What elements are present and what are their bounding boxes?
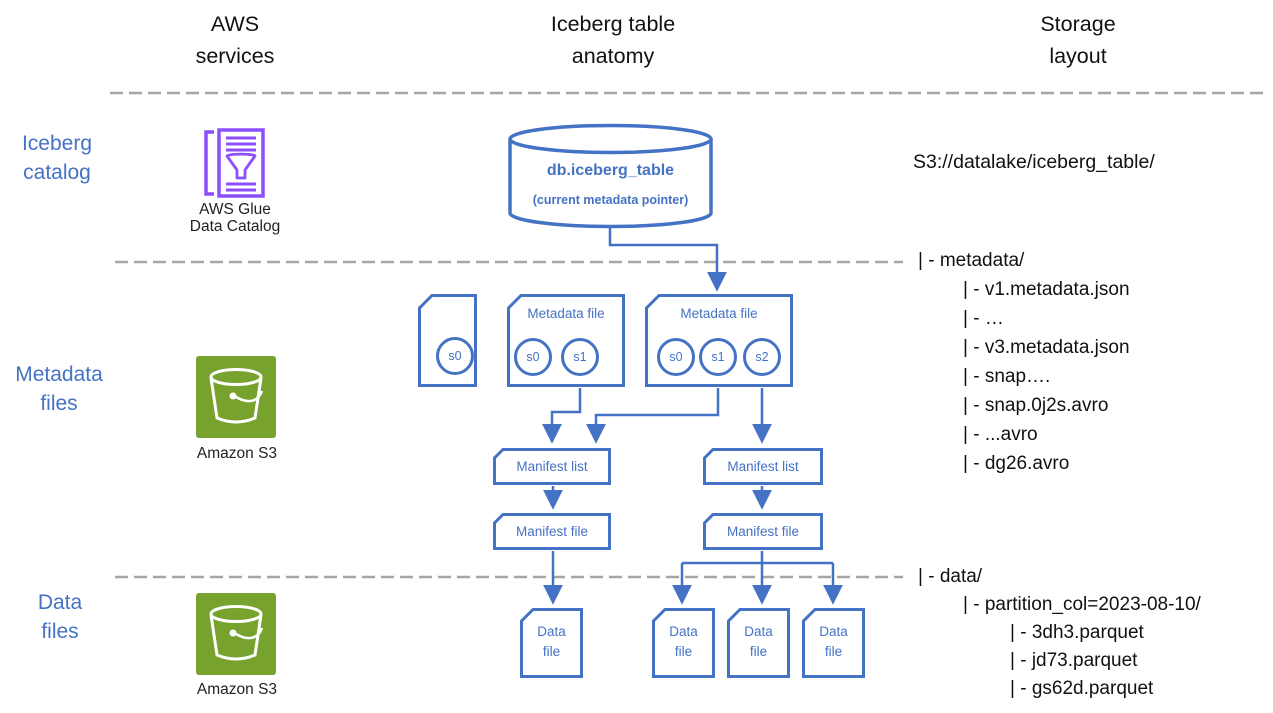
row-label-metadata-files: Metadata files	[15, 363, 103, 415]
arrow-catalog-to-metadata3	[608, 228, 727, 292]
tree-line: | - snap.0j2s.avro	[963, 395, 1109, 416]
data-file-label: Data file	[537, 624, 566, 659]
manifest-file-label: Manifest file	[515, 524, 589, 539]
manifest-list-node-1: Manifest list	[493, 448, 611, 485]
snapshot-badge: s2	[743, 338, 781, 376]
manifest-list-label: Manifest list	[516, 459, 588, 474]
snapshot-badge: s0	[514, 338, 552, 376]
data-file-node-1: Data file	[520, 608, 583, 678]
tree-line: | - v3.metadata.json	[963, 337, 1130, 358]
data-file-node-2: Data file	[652, 608, 715, 678]
manifest-file-label: Manifest file	[726, 524, 800, 539]
tree-line: | - ...avro	[963, 424, 1038, 445]
tree-line: | - partition_col=2023-08-10/	[963, 594, 1201, 615]
manifest-file-node-2: Manifest file	[703, 513, 823, 550]
manifest-list-label: Manifest list	[727, 459, 799, 474]
catalog-metadata-pointer: (current metadata pointer)	[532, 193, 689, 207]
header-aws-services: AWS services	[195, 12, 275, 68]
connector-manifestfile2-trunk	[682, 551, 833, 565]
catalog-table-node: db.iceberg_table (current metadata point…	[508, 123, 713, 229]
manifest-file-node-1: Manifest file	[493, 513, 611, 550]
data-file-node-4: Data file	[802, 608, 865, 678]
tree-line: | - metadata/	[918, 250, 1025, 271]
tree-line: | - …	[963, 308, 1004, 329]
glue-data-catalog-icon	[200, 128, 266, 200]
row-label-iceberg-catalog: Iceberg catalog	[21, 132, 93, 184]
header-storage-layout: Storage layout	[1040, 12, 1116, 68]
metadata-file-label: Metadata file	[680, 306, 758, 321]
manifest-list-node-2: Manifest list	[703, 448, 823, 485]
s3-icon-label-metadata: Amazon S3	[196, 445, 278, 462]
snapshot-badge: s1	[699, 338, 737, 376]
metadata-file-node-3: Metadata file s0 s1 s2	[645, 294, 793, 387]
s3-bucket-icon-data	[196, 593, 276, 675]
header-iceberg-anatomy: Iceberg table anatomy	[550, 12, 676, 68]
storage-root-path: S3://datalake/iceberg_table/	[913, 151, 1155, 173]
tree-line: | - gs62d.parquet	[1010, 678, 1154, 699]
row-label-data-files: Data files	[37, 591, 83, 643]
tree-line: | - v1.metadata.json	[963, 279, 1130, 300]
data-file-label: Data file	[819, 624, 848, 659]
arrow-s1-file2-to-manifestlist1	[542, 388, 582, 444]
arrow-s1-file3-to-manifestlist1	[586, 388, 720, 444]
data-file-node-3: Data file	[727, 608, 790, 678]
metadata-file-label: Metadata file	[527, 306, 605, 321]
snapshot-badge: s0	[657, 338, 695, 376]
s3-bucket-icon-metadata	[196, 356, 276, 438]
metadata-file-node-2: Metadata file s0 s1	[507, 294, 625, 387]
tree-line: | - jd73.parquet	[1010, 650, 1138, 671]
glue-icon-label: AWS Glue Data Catalog	[189, 201, 281, 235]
tree-line: | - data/	[918, 566, 983, 587]
storage-metadata-tree: | - metadata/ | - v1.metadata.json | - ……	[918, 246, 1130, 478]
tree-line: | - 3dh3.parquet	[1010, 622, 1144, 643]
metadata-file-node-1: s0	[418, 294, 477, 387]
catalog-table-name: db.iceberg_table	[546, 162, 675, 179]
s3-icon-label-data: Amazon S3	[196, 681, 278, 698]
tree-line: | - snap….	[963, 366, 1051, 387]
snapshot-badge: s0	[436, 337, 474, 375]
snapshot-badge: s1	[561, 338, 599, 376]
data-file-label: Data file	[744, 624, 773, 659]
data-file-label: Data file	[669, 624, 698, 659]
tree-line: | - dg26.avro	[963, 453, 1070, 474]
storage-data-tree: | - data/ | - partition_col=2023-08-10/ …	[918, 563, 1201, 703]
